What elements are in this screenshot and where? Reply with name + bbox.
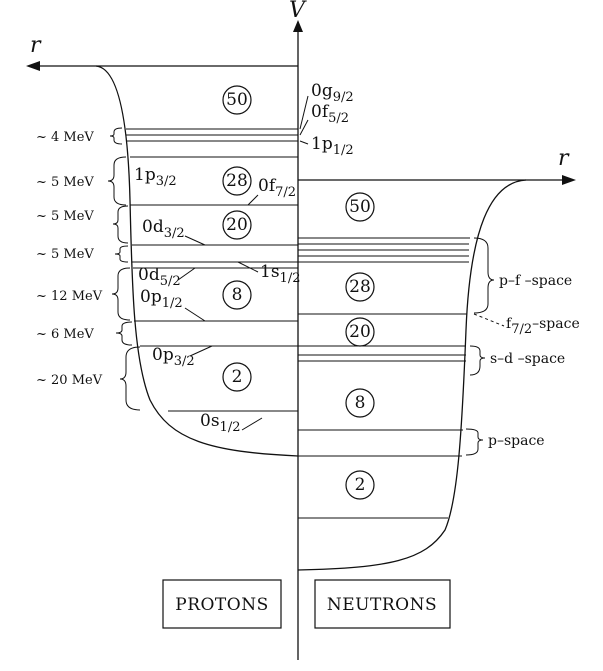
neutron-magic-28: 28 <box>345 272 375 302</box>
proton-magic-20: 20 <box>222 210 252 240</box>
svg-text:PROTONS: PROTONS <box>175 595 268 615</box>
svg-text:50: 50 <box>226 90 248 110</box>
space-label-sd: s–d –space <box>490 351 565 367</box>
svg-text:~ 6 MeV: ~ 6 MeV <box>36 327 94 342</box>
svg-text:NEUTRONS: NEUTRONS <box>327 595 437 615</box>
orbital-0d3/2: 0d3/2 <box>142 217 185 241</box>
proton-radius-label: r <box>30 33 42 58</box>
orbital-0f7/2: 0f7/2 <box>258 176 296 200</box>
space-label-f7/2: f7/2–space <box>506 316 580 337</box>
orbital-1s1/2: 1s1/2 <box>260 262 300 286</box>
svg-text:~ 4 MeV: ~ 4 MeV <box>36 130 94 145</box>
space-label-pf: p–f –space <box>499 273 572 289</box>
proton-levels <box>126 128 298 412</box>
neutron-magic-20: 20 <box>345 317 375 347</box>
proton-potential-curve <box>95 65 299 457</box>
svg-text:8: 8 <box>232 285 243 305</box>
svg-text:28: 28 <box>226 171 248 191</box>
neutron-magic-50: 50 <box>345 192 375 222</box>
svg-text:2: 2 <box>355 475 366 495</box>
potential-axis-label: V <box>289 0 307 23</box>
svg-text:28: 28 <box>349 277 371 297</box>
orbital-0s1/2: 0s1/2 <box>200 411 240 435</box>
potential-axis-arrowhead <box>293 20 303 32</box>
proton-magic-28: 28 <box>222 166 252 196</box>
neutron-levels <box>298 237 470 519</box>
svg-text:~ 12 MeV: ~ 12 MeV <box>36 289 103 304</box>
svg-text:20: 20 <box>226 215 248 235</box>
svg-text:2: 2 <box>232 367 243 387</box>
space-label-p: p–space <box>488 433 545 449</box>
orbital-0g9/2: 0g9/2 <box>311 81 354 105</box>
orbital-0d5/2: 0d5/2 <box>138 265 181 289</box>
neutron-magic-2: 2 <box>345 470 375 500</box>
neutron-potential-curve <box>297 179 527 571</box>
svg-text:50: 50 <box>349 197 371 217</box>
neutron-magic-8: 8 <box>345 388 375 418</box>
neutrons-box: NEUTRONS <box>314 579 451 629</box>
proton-radius-arrowhead <box>26 61 40 71</box>
neutron-radius-arrowhead <box>562 175 576 185</box>
proton-magic-50: 50 <box>222 85 252 115</box>
orbital-0f5/2: 0f5/2 <box>311 102 349 126</box>
orbital-0p1/2: 0p1/2 <box>140 287 183 311</box>
proton-magic-2: 2 <box>222 362 252 392</box>
proton-energy-gaps: ~ 4 MeV ~ 5 MeV ~ 5 MeV ~ 5 MeV ~ 12 MeV… <box>36 127 141 411</box>
neutron-radius-label: r <box>558 146 570 171</box>
orbital-1p1/2: 1p1/2 <box>311 134 354 158</box>
svg-text:~ 20 MeV: ~ 20 MeV <box>36 373 103 388</box>
proton-magic-numbers: 50 28 20 8 2 <box>222 85 252 392</box>
neutron-space-labels: p–f –space f7/2–space s–d –space p–space <box>465 237 580 456</box>
proton-orbital-labels: 0g9/2 0f5/2 1p1/2 1p3/2 0f7/2 0d3/2 1s1/… <box>134 81 354 435</box>
svg-text:~ 5 MeV: ~ 5 MeV <box>36 175 94 190</box>
proton-magic-8: 8 <box>222 280 252 310</box>
neutron-magic-numbers: 50 28 20 8 2 <box>345 192 375 500</box>
svg-text:20: 20 <box>349 322 371 342</box>
orbital-0p3/2: 0p3/2 <box>152 345 195 369</box>
svg-text:8: 8 <box>355 393 366 413</box>
svg-text:~ 5 MeV: ~ 5 MeV <box>36 209 94 224</box>
orbital-1p3/2: 1p3/2 <box>134 165 177 189</box>
svg-text:~ 5 MeV: ~ 5 MeV <box>36 247 94 262</box>
protons-box: PROTONS <box>162 579 282 629</box>
